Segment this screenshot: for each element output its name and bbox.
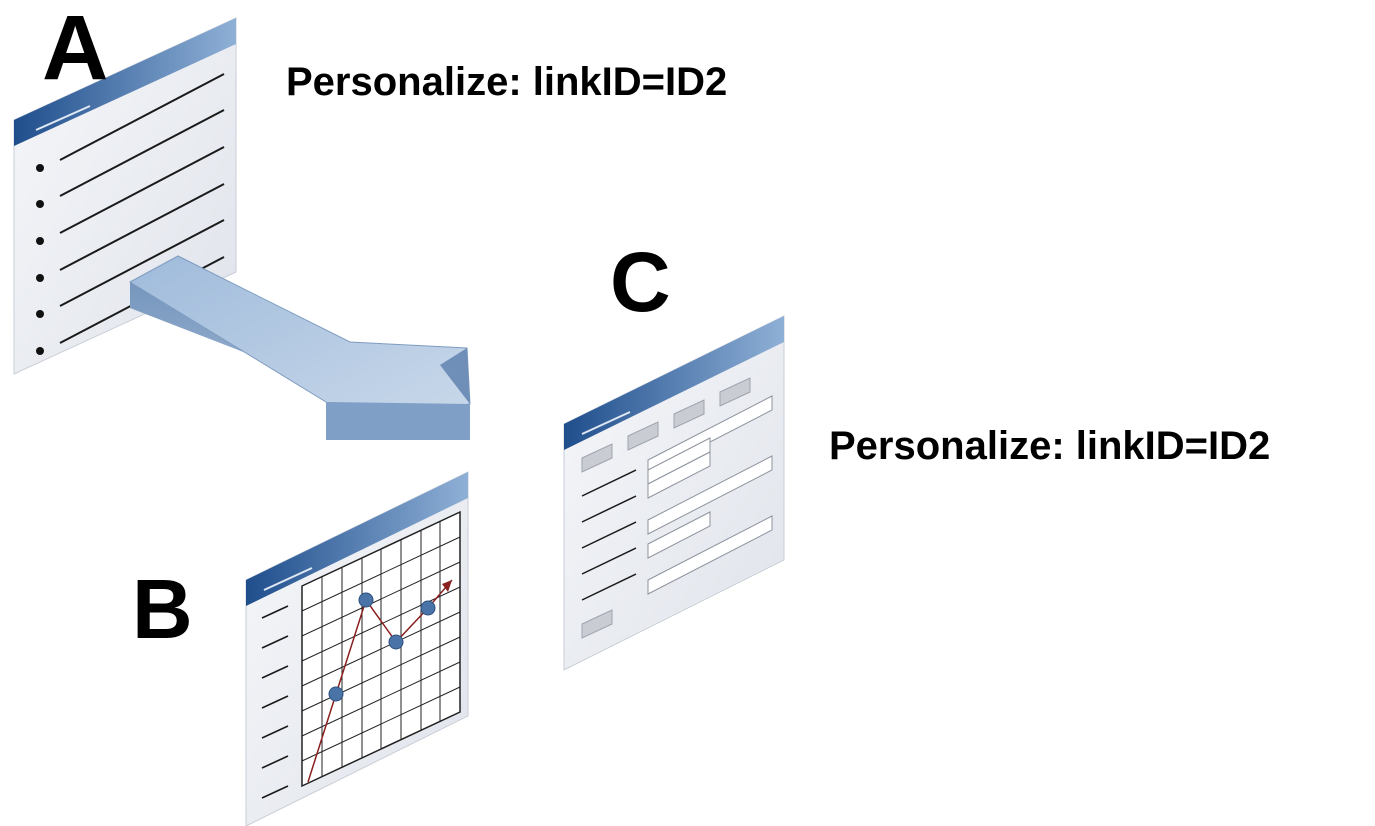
label-c: C (610, 235, 671, 329)
label-b: B (132, 562, 193, 656)
flow-arrow-icon (128, 255, 471, 440)
caption-top: Personalize: linkID=ID2 (286, 60, 728, 104)
chart-grid (301, 510, 461, 788)
label-a: A (42, 0, 109, 99)
page-b-icon (245, 471, 469, 826)
caption-right: Personalize: linkID=ID2 (829, 424, 1271, 468)
page-c-icon (563, 315, 785, 671)
